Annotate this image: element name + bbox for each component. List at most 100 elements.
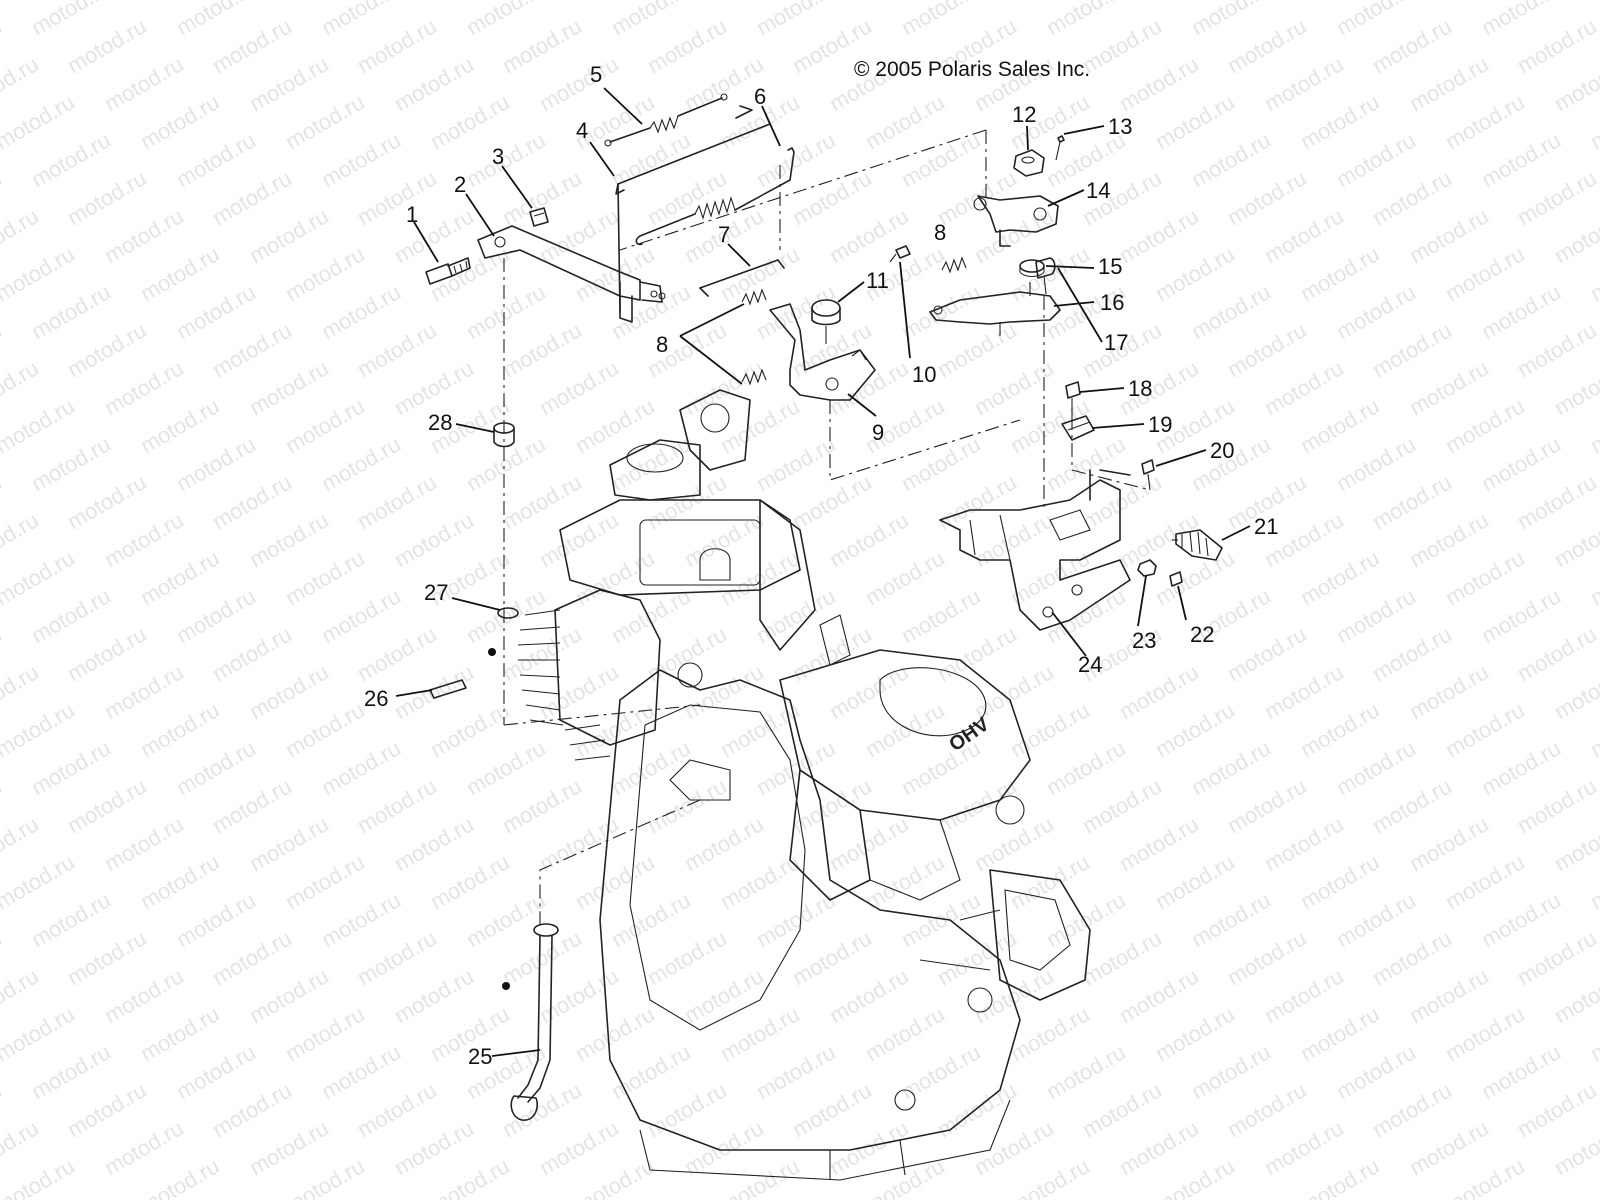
watermark-text: motod.ru [1006, 1153, 1094, 1200]
watermark-text: motod.ru [281, 1001, 369, 1066]
watermark-text: motod.ru [136, 697, 224, 762]
watermark-text: motod.ru [0, 545, 79, 610]
watermark-text: motod.ru [1187, 279, 1275, 344]
watermark-text: motod.ru [172, 279, 260, 344]
watermark-text: motod.ru [1223, 1077, 1311, 1142]
watermark-text: motod.ru [1187, 735, 1275, 800]
watermark-text: motod.ru [1477, 583, 1565, 648]
watermark-text: motod.ru [245, 203, 333, 268]
watermark-text: motod.ru [1441, 1001, 1529, 1066]
watermark-text: motod.ru [136, 89, 224, 154]
watermark-text: motod.ru [1151, 89, 1239, 154]
watermark-text: motod.ru [390, 811, 478, 876]
watermark-text: motod.ru [897, 887, 985, 952]
watermark-text: motod.ru [100, 51, 188, 116]
watermark-text: motod.ru [1550, 963, 1600, 1028]
callout-28: 28 [428, 410, 452, 435]
callout-20: 20 [1210, 438, 1234, 463]
watermark-text: motod.ru [63, 165, 151, 230]
callout-25: 25 [468, 1044, 492, 1069]
watermark-text: motod.ru [100, 355, 188, 420]
part-14-plate [973, 195, 1059, 247]
watermark-text: motod.ru [716, 1001, 804, 1066]
watermark-text: motod.ru [100, 659, 188, 724]
watermark-text: motod.ru [788, 317, 876, 382]
watermark-text: motod.ru [1223, 925, 1311, 990]
watermark-text: motod.ru [643, 13, 731, 78]
watermark-text: motod.ru [245, 811, 333, 876]
watermark-text: motod.ru [1260, 1115, 1348, 1180]
watermark-text: motod.ru [317, 431, 405, 496]
watermark-text: motod.ru [317, 279, 405, 344]
watermark-text: motod.ru [861, 545, 949, 610]
watermark-text: motod.ru [680, 355, 768, 420]
watermark-text: motod.ru [27, 735, 115, 800]
watermark-text: motod.ru [1223, 621, 1311, 686]
watermark-text: motod.ru [100, 811, 188, 876]
watermark-text: motod.ru [1368, 621, 1456, 686]
watermark-text: motod.ru [861, 1153, 949, 1200]
watermark-text: motod.ru [1260, 659, 1348, 724]
watermark-text: motod.ru [100, 203, 188, 268]
part-27-washer [497, 607, 519, 619]
watermark-text: motod.ru [63, 925, 151, 990]
watermark-text: motod.ru [245, 507, 333, 572]
watermark-text: motod.ru [1042, 431, 1130, 496]
callout-21: 21 [1254, 514, 1278, 539]
watermark-text: motod.ru [1260, 963, 1348, 1028]
watermark-text: motod.ru [571, 393, 659, 458]
watermark-text: motod.ru [1151, 697, 1239, 762]
part-21-connector [1172, 529, 1223, 561]
watermark-text: motod.ru [63, 317, 151, 382]
watermark-text: motod.ru [281, 393, 369, 458]
watermark-text: motod.ru [462, 735, 550, 800]
watermark-text: motod.ru [245, 963, 333, 1028]
watermark-text: motod.ru [1296, 241, 1384, 306]
watermark-text: motod.ru [607, 887, 695, 952]
watermark-text: motod.ru [1368, 925, 1456, 990]
watermark-text: motod.ru [426, 241, 514, 306]
watermark-text: motod.ru [643, 1077, 731, 1142]
watermark-text: motod.ru [1296, 849, 1384, 914]
watermark-text: motod.ru [498, 165, 586, 230]
watermark-text: motod.ru [1513, 469, 1600, 534]
watermark-text: motod.ru [680, 811, 768, 876]
watermark-text: motod.ru [1332, 583, 1420, 648]
watermark-text: motod.ru [1405, 811, 1493, 876]
watermark-text: motod.ru [1332, 279, 1420, 344]
watermark-text: motod.ru [825, 507, 913, 572]
watermark-text: motod.ru [1405, 51, 1493, 116]
part-16-lever-plate [929, 291, 1061, 336]
part-8-springs [741, 256, 967, 386]
watermark-text: motod.ru [716, 1153, 804, 1200]
watermark-text: motod.ru [27, 279, 115, 344]
watermark-text: motod.ru [1586, 0, 1600, 2]
watermark-text: motod.ru [281, 697, 369, 762]
copyright-text: © 2005 Polaris Sales Inc. [854, 58, 1090, 81]
watermark-text: motod.ru [1260, 203, 1348, 268]
callout-17: 17 [1104, 330, 1128, 355]
watermark-text: motod.ru [0, 241, 79, 306]
watermark-text: motod.ru [1296, 545, 1384, 610]
callout-27: 27 [424, 580, 448, 605]
watermark-text: motod.ru [1006, 849, 1094, 914]
part-20-screw [1141, 459, 1155, 491]
watermark-text: motod.ru [1405, 963, 1493, 1028]
watermark-text: motod.ru [136, 393, 224, 458]
watermark-text: motod.ru [63, 621, 151, 686]
watermark-text: motod.ru [100, 1115, 188, 1180]
part-11-knob [811, 299, 841, 344]
watermark-text: motod.ru [1368, 317, 1456, 382]
watermark-text: motod.ru [933, 773, 1021, 838]
watermark-text: motod.ru [317, 735, 405, 800]
watermark-text: motod.ru [535, 51, 623, 116]
watermark-text: motod.ru [0, 697, 79, 762]
watermark-text: motod.ru [353, 165, 441, 230]
watermark-text: motod.ru [317, 583, 405, 648]
callout-19: 19 [1148, 412, 1172, 437]
watermark-text: motod.ru [1441, 393, 1529, 458]
watermark-text: motod.ru [462, 887, 550, 952]
watermark-text: motod.ru [1513, 925, 1600, 990]
watermark-text: motod.ru [970, 203, 1058, 268]
watermark-text: motod.ru [1078, 773, 1166, 838]
